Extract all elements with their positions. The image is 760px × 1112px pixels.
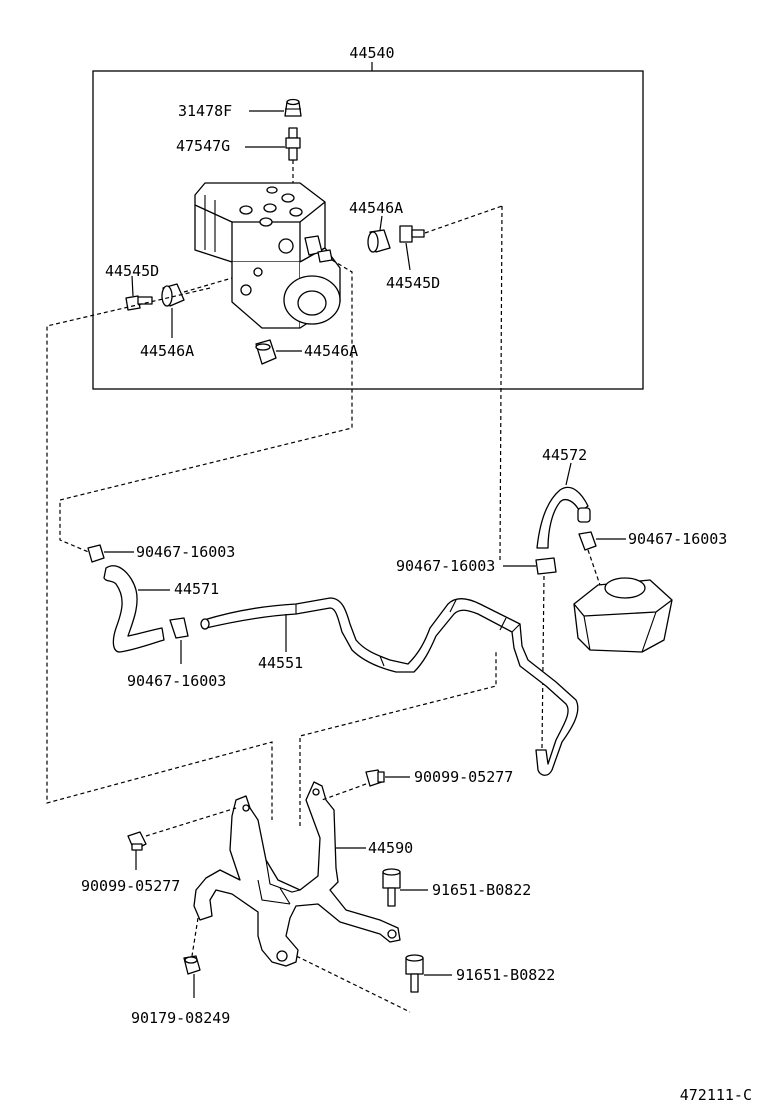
nut-icon[interactable] (183, 955, 201, 975)
bolt-icon[interactable] (399, 225, 425, 243)
assembly-frame (92, 70, 644, 390)
label-44571: 44571 (174, 580, 219, 598)
label-31478F: 31478F (178, 102, 232, 120)
clip-icon[interactable] (169, 617, 189, 639)
bolt-icon[interactable] (125, 295, 153, 311)
label-44551: 44551 (258, 654, 303, 672)
label-90099-right: 90099-05277 (414, 768, 513, 786)
label-90467-mid: 90467-16003 (396, 557, 495, 575)
label-44546A-bottom: 44546A (304, 342, 358, 360)
label-90467-left: 90467-16003 (136, 543, 235, 561)
nut-icon[interactable] (127, 831, 147, 851)
grommet-icon[interactable] (255, 339, 277, 365)
label-44545D-left: 44545D (105, 262, 159, 280)
reservoir-icon[interactable] (573, 577, 673, 653)
label-47547G: 47547G (176, 137, 230, 155)
grommet-icon[interactable] (161, 283, 185, 307)
grommet-icon[interactable] (367, 229, 391, 253)
label-90179: 90179-08249 (131, 1009, 230, 1027)
assembly-part-number: 44540 (349, 44, 394, 62)
bolt-icon[interactable] (405, 954, 424, 993)
bolt-icon[interactable] (382, 868, 401, 907)
label-44546A-top: 44546A (349, 199, 403, 217)
label-44572: 44572 (542, 446, 587, 464)
bracket-icon[interactable] (193, 781, 401, 967)
label-44545D-right: 44545D (386, 274, 440, 292)
actuator-icon[interactable] (194, 182, 341, 329)
label-44590: 44590 (368, 839, 413, 857)
tube-icon[interactable] (200, 597, 579, 776)
clip-icon[interactable] (578, 531, 597, 551)
clip-icon[interactable] (535, 557, 557, 575)
clip-icon[interactable] (577, 507, 591, 523)
fitting-icon[interactable] (285, 127, 301, 161)
label-90467-right: 90467-16003 (628, 530, 727, 548)
diagram-reference-id: 472111-C (680, 1086, 752, 1104)
hose-icon[interactable] (103, 565, 165, 653)
label-44546A-left: 44546A (140, 342, 194, 360)
label-90467-lower: 90467-16003 (127, 672, 226, 690)
clip-icon[interactable] (87, 544, 105, 563)
plug-icon[interactable] (284, 98, 302, 117)
label-91651-upper: 91651-B0822 (432, 881, 531, 899)
nut-icon[interactable] (365, 769, 385, 787)
label-91651-lower: 91651-B0822 (456, 966, 555, 984)
label-90099-left: 90099-05277 (81, 877, 180, 895)
